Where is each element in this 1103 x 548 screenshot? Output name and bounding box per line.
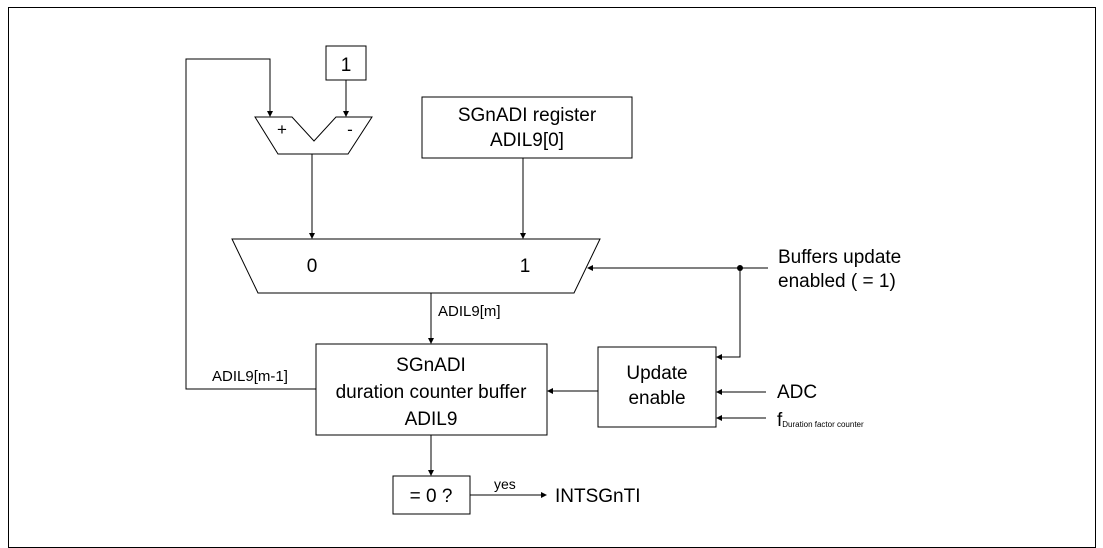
constant-one-label: 1 (341, 55, 352, 76)
register-label-1: SGnADI register (458, 105, 597, 126)
update-enable-box (597, 346, 717, 428)
multiplexer-input-0: 0 (307, 256, 318, 277)
feedback-line (185, 58, 316, 390)
adc-label: ADC (777, 382, 817, 403)
buffers-update-label-2: enabled ( = 1) (778, 271, 896, 292)
compare-label: = 0 ? (410, 486, 453, 507)
register-box (421, 96, 633, 159)
buffer-compare-arrowhead (428, 470, 434, 476)
adc-arrowhead (716, 389, 722, 395)
junction-to-update-enable-line (721, 268, 741, 358)
mux-output-signal-label: ADIL9[m] (438, 303, 501, 320)
feedback-arrowhead (267, 111, 273, 117)
update-buffer-arrowhead (547, 388, 553, 394)
update-enable-label-1: Update (626, 363, 687, 384)
subtractor-minus: - (347, 120, 353, 139)
f-arrowhead (716, 415, 722, 421)
buffers-update-label-1: Buffers update (778, 247, 901, 268)
register-label-2: ADIL9[0] (490, 130, 564, 151)
subtractor-mux-arrowhead (309, 233, 315, 239)
buffers-update-arrowhead (587, 265, 593, 271)
f-subscript-label: Duration factor counter (782, 420, 864, 429)
f-duration-label: fDuration factor counter (777, 410, 864, 431)
compare-box (392, 475, 471, 515)
duration-counter-buffer-box (315, 343, 548, 436)
multiplexer-input-1: 1 (520, 256, 531, 277)
update-enable-label-2: enable (628, 388, 685, 409)
junction-update-arrowhead (716, 354, 722, 360)
constant-arrowhead (343, 111, 349, 117)
mux-buffer-arrowhead (428, 338, 434, 344)
buffer-label-1: SGnADI (396, 355, 466, 376)
feedback-signal-label: ADIL9[m-1] (212, 368, 288, 385)
buffer-label-2: duration counter buffer (336, 382, 528, 403)
interrupt-label: INTSGnTI (555, 486, 641, 507)
subtractor-shape (254, 116, 373, 155)
buffer-label-3: ADIL9 (405, 409, 458, 430)
yes-label: yes (494, 476, 516, 492)
compare-interrupt-arrowhead (541, 492, 547, 498)
register-mux-arrowhead (520, 233, 526, 239)
f-main-label: f (777, 410, 783, 431)
multiplexer-shape (231, 238, 601, 294)
subtractor-plus: + (277, 120, 287, 139)
